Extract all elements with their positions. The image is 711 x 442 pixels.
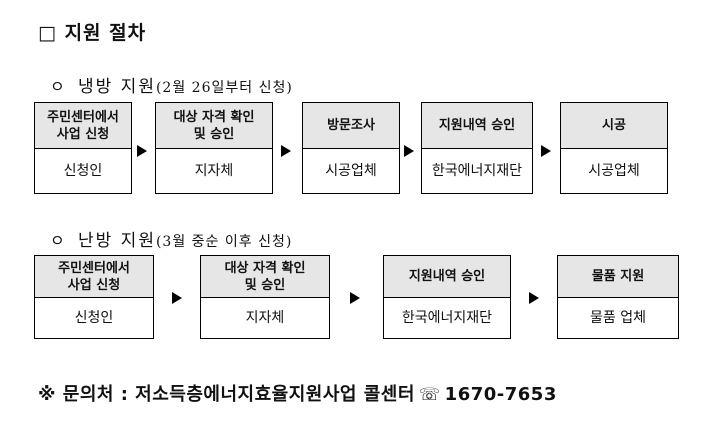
cooling-step-apply: 주민센터에서 사업 신청 신청인 — [34, 102, 132, 194]
step-head: 주민센터에서 사업 신청 — [35, 256, 153, 298]
step-head: 물품 지원 — [558, 256, 678, 298]
step-actor: 지자체 — [194, 163, 234, 179]
step-actor: 물품 업체 — [590, 310, 646, 326]
heating-subtitle: ㅇ 난방 지원(3월 중순 이후 신청) — [50, 226, 292, 251]
heating-title: 난방 지원 — [78, 231, 156, 251]
step-actor: 지자체 — [245, 310, 285, 326]
cooling-step-eligibility: 대상 자격 확인 및 승인 지자체 — [155, 102, 273, 194]
heating-step-approval: 지원내역 승인 한국에너지재단 — [383, 255, 511, 339]
heating-note: (3월 중순 이후 신청) — [155, 234, 293, 250]
step-actor: 한국에너지재단 — [431, 163, 523, 179]
step-actor: 한국에너지재단 — [401, 310, 493, 326]
step-actor: 신청인 — [74, 310, 114, 326]
step-head: 지원내역 승인 — [384, 256, 510, 298]
heating-step-supply: 물품 지원 물품 업체 — [557, 255, 679, 339]
cooling-title: 냉방 지원 — [78, 77, 156, 97]
contact-phone: 1670-7653 — [444, 384, 557, 405]
step-head: 대상 자격 확인 및 승인 — [201, 256, 329, 298]
arrow-icon — [137, 145, 147, 157]
step-actor: 시공업체 — [325, 163, 377, 179]
heating-step-eligibility: 대상 자격 확인 및 승인 지자체 — [200, 255, 330, 339]
cooling-subtitle: ㅇ 냉방 지원(2월 26일부터 신청) — [50, 72, 293, 97]
arrow-icon — [404, 145, 414, 157]
step-actor: 시공업체 — [588, 163, 640, 179]
arrow-icon — [350, 292, 360, 304]
cooling-bullet: ㅇ — [50, 77, 65, 96]
arrow-icon — [281, 145, 291, 157]
cooling-step-construction: 시공 시공업체 — [560, 102, 668, 194]
step-head: 주민센터에서 사업 신청 — [35, 103, 131, 149]
heating-bullet: ㅇ — [50, 231, 65, 250]
cooling-note: (2월 26일부터 신청) — [155, 80, 293, 96]
step-head: 지원내역 승인 — [422, 103, 532, 149]
step-head: 대상 자격 확인 및 승인 — [156, 103, 272, 149]
arrow-icon — [172, 292, 182, 304]
step-head: 방문조사 — [303, 103, 399, 149]
step-actor: 신청인 — [63, 163, 103, 179]
contact-label: ※ 문의처 : 저소득층에너지효율지원사업 콜센터 — [38, 384, 415, 405]
cooling-step-approval: 지원내역 승인 한국에너지재단 — [421, 102, 533, 194]
arrow-icon — [529, 292, 539, 304]
arrow-icon — [541, 145, 551, 157]
contact-line: ※ 문의처 : 저소득층에너지효율지원사업 콜센터☏1670-7653 — [38, 380, 557, 406]
step-head: 시공 — [561, 103, 667, 149]
cooling-step-visit: 방문조사 시공업체 — [302, 102, 400, 194]
heating-step-apply: 주민센터에서 사업 신청 신청인 — [34, 255, 154, 339]
telephone-icon: ☏ — [418, 385, 441, 405]
section-title: □ 지원 절차 — [38, 22, 147, 44]
